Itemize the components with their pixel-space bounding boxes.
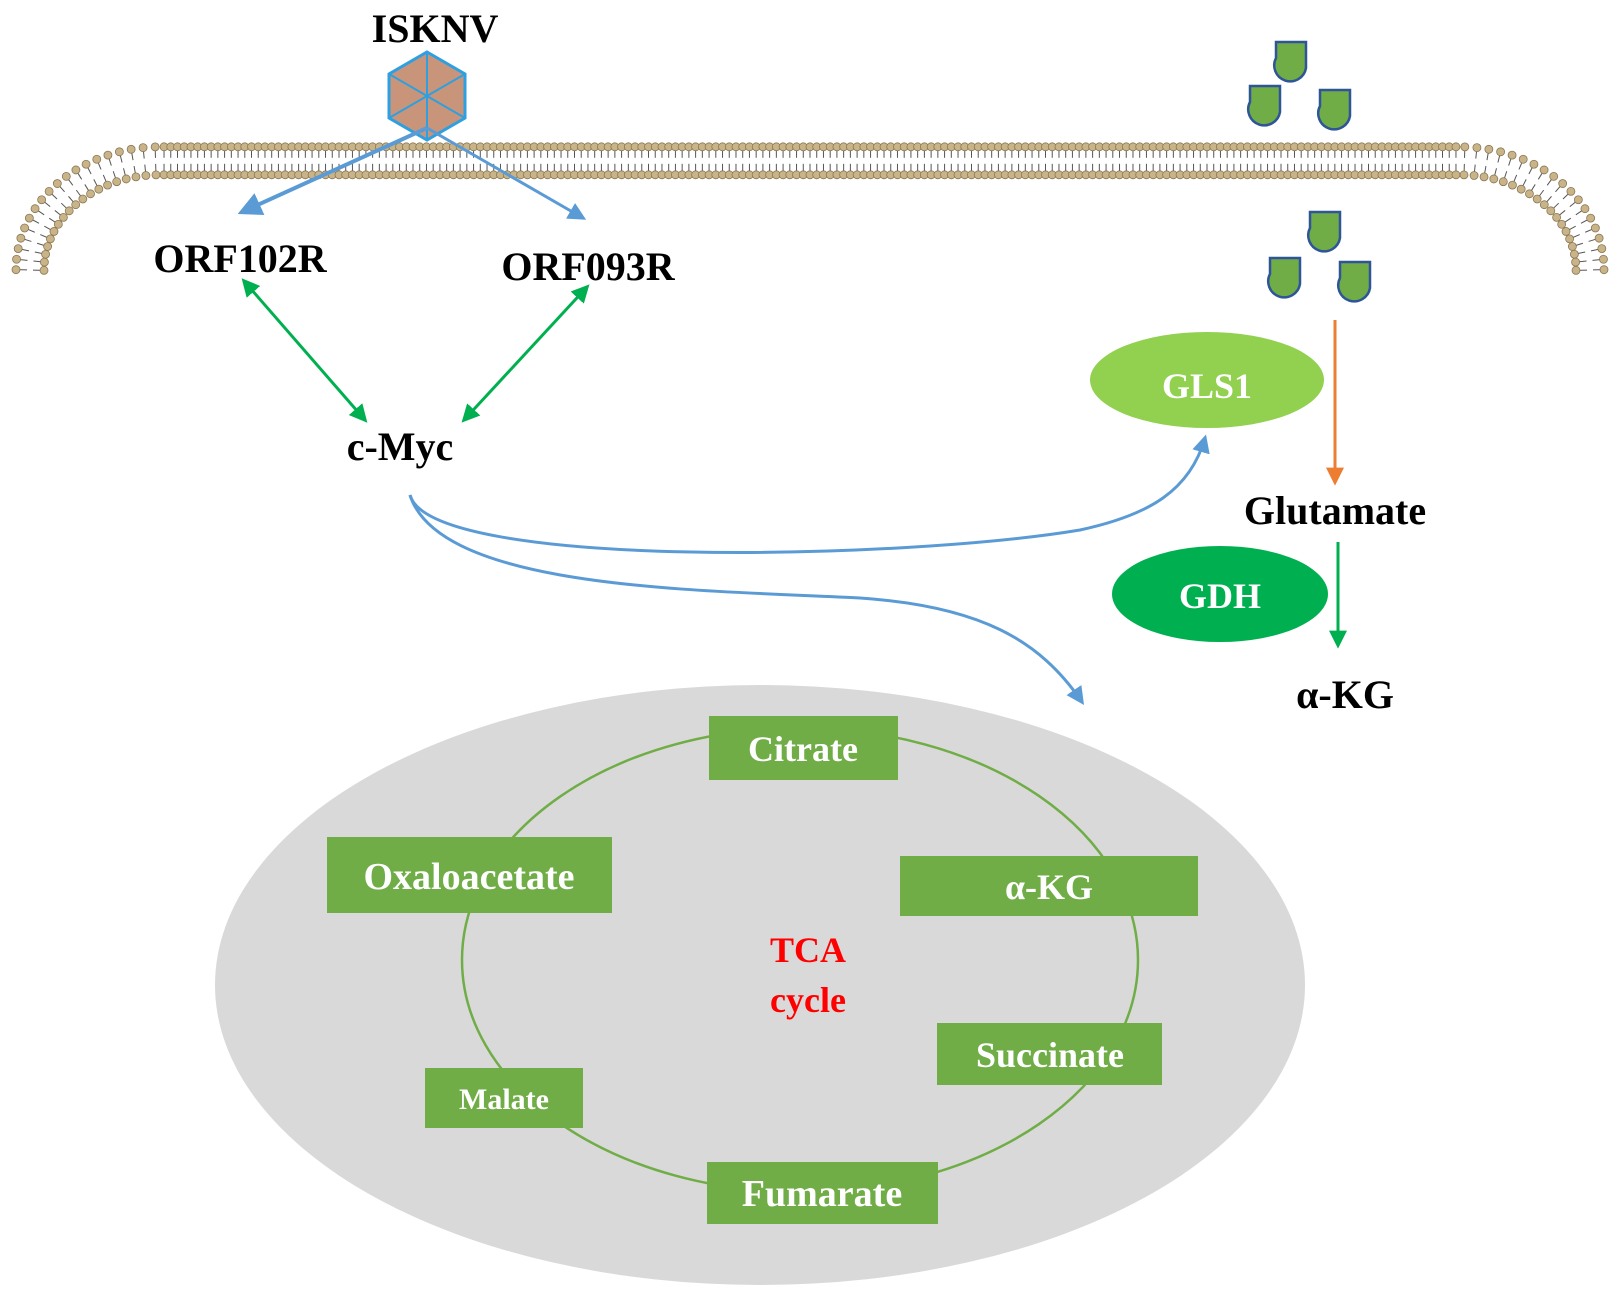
citrate-label: Citrate [748,729,858,769]
tca-box-oxaloacetate [327,837,612,913]
akg-product-label: α-KG [1296,672,1394,717]
gdh-enzyme [1112,546,1328,642]
cmyc-label: c-Myc [347,424,454,469]
cell-membrane [11,142,1609,275]
tca-box-succinate [937,1023,1162,1085]
tca-cycle-label-line1: TCA [770,930,846,970]
glutamine-molecules-inside [1267,210,1372,303]
arrow-cmyc-to-gls1 [408,434,1210,554]
tca-box-citrate [709,716,898,780]
virus-icon [387,50,467,142]
glutamine-molecules-outside [1247,40,1352,131]
glutamate-label: Glutamate [1244,488,1426,533]
mitochondrion [215,685,1305,1285]
malate-label: Malate [459,1083,549,1116]
oxaloacetate-label: Oxaloacetate [363,856,574,898]
arrow-orf102r-cmyc [241,278,368,423]
tca-cycle-label-line2: cycle [770,980,846,1020]
gls1-enzyme [1090,332,1324,428]
akg-tca-label: α-KG [1005,867,1093,907]
orf102r-label: ORF102R [153,236,327,281]
gdh-label: GDH [1179,576,1261,616]
arrow-virus-to-orf102r [237,126,428,215]
succinate-label: Succinate [976,1035,1124,1075]
arrow-orf093r-cmyc [461,284,590,423]
gls1-label: GLS1 [1162,366,1252,406]
orf093r-label: ORF093R [501,244,675,289]
fumarate-label: Fumarate [742,1173,902,1215]
virus-label: ISKNV [372,6,499,51]
tca-box-fumarate [707,1162,938,1224]
tca-box-malate [425,1068,583,1128]
arrow-cmyc-to-mitochondrion [408,494,1085,705]
tca-box-akg [900,856,1198,916]
arrow-virus-to-orf093r [426,126,587,220]
